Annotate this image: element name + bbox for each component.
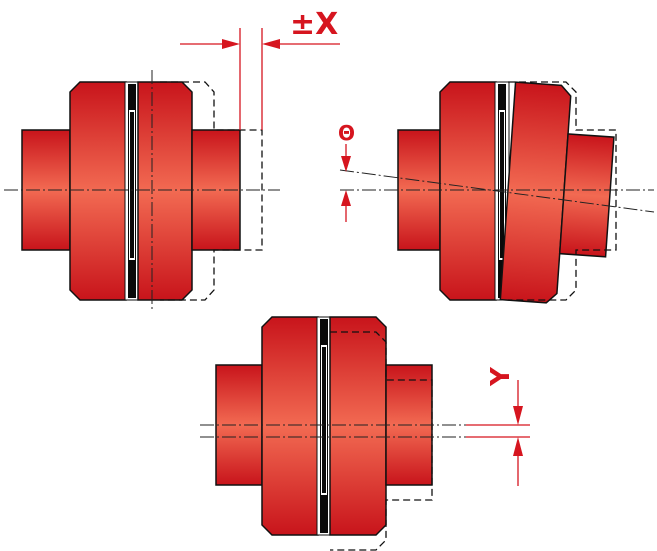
- angular-dimension: [341, 144, 351, 222]
- right-hub: [558, 133, 615, 258]
- radial-misalignment-coupling: Y: [200, 316, 530, 551]
- axial-misalignment-coupling: ±X: [4, 7, 340, 310]
- axial-label: ±X: [290, 7, 338, 42]
- radial-dimension: [466, 380, 530, 486]
- left-flange: [69, 81, 127, 301]
- tilted-centerline: [339, 169, 655, 213]
- radial-label: Y: [486, 366, 516, 387]
- left-flange: [261, 316, 319, 536]
- right-flange: [137, 81, 193, 301]
- angular-misalignment-coupling: Θ: [338, 81, 655, 304]
- axial-dimension: [180, 28, 340, 130]
- right-flange: [499, 81, 572, 304]
- elastic-element: [316, 316, 332, 536]
- right-flange: [329, 316, 387, 536]
- angular-label: Θ: [338, 121, 355, 145]
- displaced-half-outline: [160, 81, 263, 301]
- left-flange: [439, 81, 497, 301]
- elastic-element: [124, 81, 140, 301]
- offset-half-outline: [330, 331, 433, 551]
